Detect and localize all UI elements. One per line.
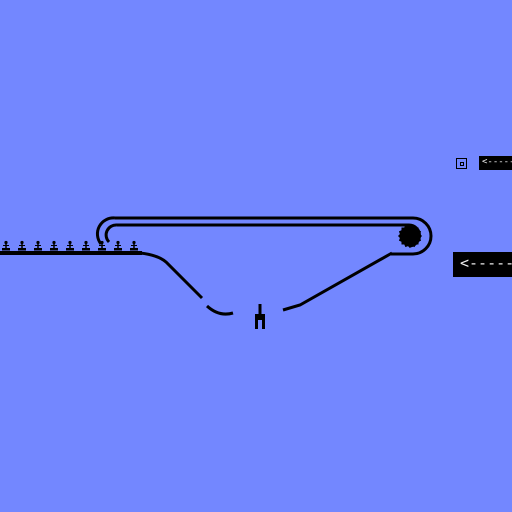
conveyor-belt-outer-left [95, 216, 116, 245]
spring-peg-icon [2, 240, 10, 251]
spring-peg-icon [18, 240, 26, 251]
direction-sign-large: <----- [453, 252, 512, 277]
direction-sign-small-text: <----- [482, 157, 512, 167]
direction-sign-large-text: <----- [460, 254, 512, 272]
target-box-icon[interactable] [456, 158, 467, 169]
spring-peg-icon [34, 240, 42, 251]
spring-peg-icon [82, 240, 90, 251]
valley-floor-segment [205, 304, 234, 316]
ramp-right [282, 251, 393, 312]
direction-sign-small: <----- [479, 156, 512, 170]
conveyor-belt-inner-left [104, 223, 118, 244]
spring-peg-icon [130, 240, 138, 251]
target-box-center [460, 162, 464, 166]
spring-peg-icon [50, 240, 58, 251]
ramp-left [139, 251, 204, 300]
robot-icon[interactable] [255, 304, 265, 329]
conveyor-belt-outer [115, 216, 433, 256]
left-platform [0, 251, 142, 255]
spring-peg-icon [114, 240, 122, 251]
spring-peg-row [2, 240, 138, 251]
gear-icon[interactable] [398, 224, 422, 248]
spring-peg-icon [66, 240, 74, 251]
